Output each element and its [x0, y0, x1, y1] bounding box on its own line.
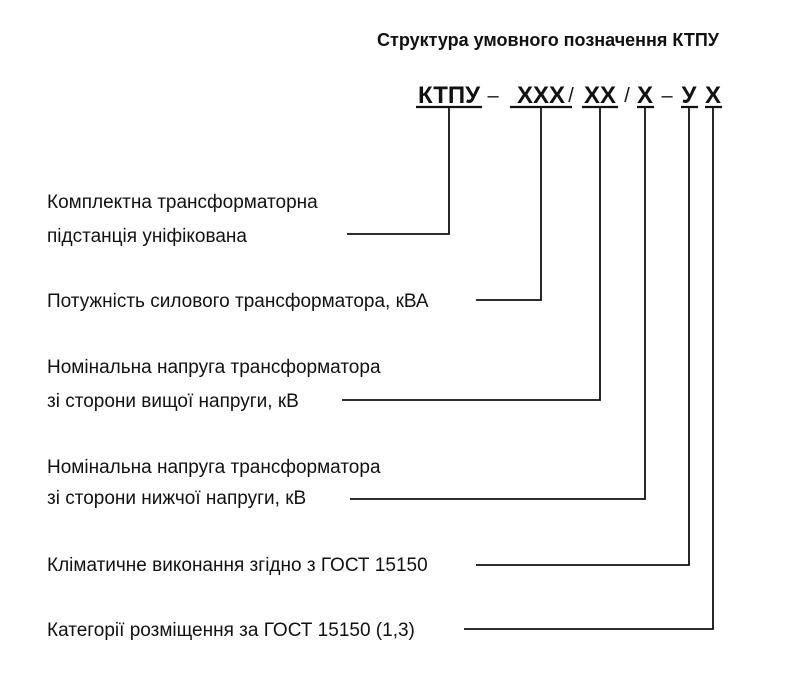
leader-power	[476, 108, 542, 301]
desc-ktpu-line-2: підстанція уніфікована	[47, 226, 247, 247]
code-separator-dash-1: –	[487, 85, 499, 107]
leader-climate	[476, 108, 690, 566]
code-separator-slash-2: /	[624, 85, 630, 107]
desc-climate: Кліматичне виконання згідно з ГОСТ 15150	[47, 555, 428, 576]
leader-lv-voltage	[350, 108, 646, 500]
desc-power: Потужність силового трансформатора, кВА	[47, 291, 429, 312]
code-separator-slash-1: /	[568, 85, 574, 107]
code-part-category: Х	[705, 82, 721, 109]
desc-ktpu-line-1: Комплектна трансформаторна	[47, 192, 318, 213]
diagram-title: Структура умовного позначення КТПУ	[377, 30, 720, 50]
leader-category	[464, 108, 714, 630]
desc-lv-line-2: зі сторони нижчої напруги, кВ	[47, 488, 306, 509]
desc-hv-line-2: зі сторони вищої напруги, кВ	[47, 391, 299, 412]
code-part-climate: У	[682, 82, 698, 109]
code-part-hv-voltage: ХХ	[584, 82, 616, 109]
desc-hv-line-1: Номінальна напруга трансформатора	[47, 357, 381, 378]
leader-ktpu	[347, 108, 450, 235]
code-part-power: ХХХ	[517, 82, 565, 109]
code-part-ktpu: КТПУ	[418, 82, 481, 109]
code-part-lv-voltage: Х	[637, 82, 653, 109]
desc-lv-line-1: Номінальна напруга трансформатора	[47, 457, 381, 478]
leader-hv-voltage	[342, 108, 601, 401]
desc-category: Категорії розміщення за ГОСТ 15150 (1,3)	[47, 620, 415, 641]
code-separator-dash-2: –	[661, 85, 673, 107]
